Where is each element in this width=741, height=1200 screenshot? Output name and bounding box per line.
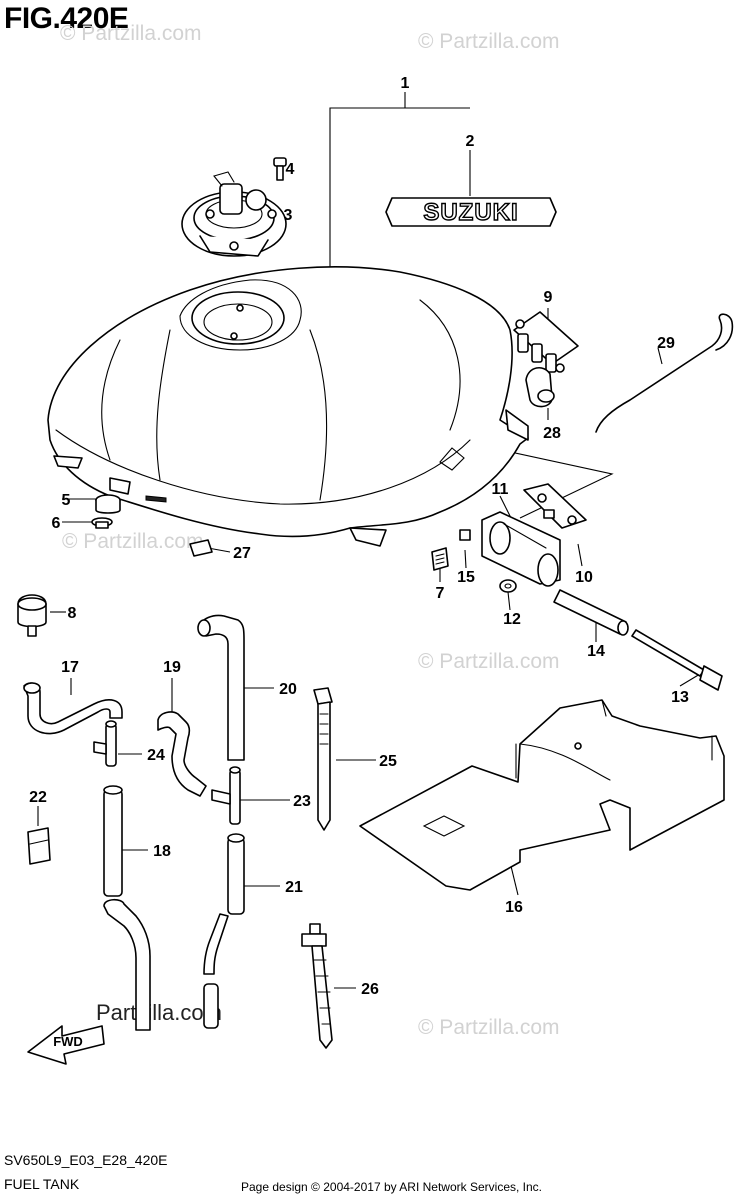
callout-17: 17 (61, 659, 79, 676)
bracket-part-9[interactable] (513, 311, 579, 373)
suzuki-emblem[interactable]: SUZUKI (385, 197, 557, 227)
joint-part-23[interactable] (211, 766, 241, 825)
callout-18: 18 (153, 843, 171, 860)
pad-part-7[interactable] (431, 547, 449, 571)
emblem-text: SUZUKI (423, 199, 518, 226)
callout-6: 6 (52, 515, 61, 532)
hose-part-17[interactable] (23, 682, 123, 735)
callout-19: 19 (163, 659, 181, 676)
callout-29: 29 (657, 335, 675, 352)
callout-28: 28 (543, 425, 561, 442)
callout-5: 5 (62, 492, 71, 509)
callout-24: 24 (147, 747, 165, 764)
cushion-part-28[interactable] (525, 367, 555, 408)
callout-25: 25 (379, 753, 397, 770)
watermark: © Partzilla.com (418, 650, 560, 673)
washer-part-12[interactable] (499, 579, 517, 593)
assembly-name: FUEL TANK (4, 1176, 80, 1192)
callout-2: 2 (466, 133, 475, 150)
callout-12: 12 (503, 611, 521, 628)
forward-arrow-icon: FWD (27, 1025, 105, 1065)
label-part-27[interactable] (189, 539, 213, 557)
fuel-tank-body[interactable] (47, 266, 529, 547)
joint-part-24[interactable] (93, 720, 117, 767)
watermark: © Partzilla.com (418, 30, 560, 53)
watermark: © Partzilla.com (62, 530, 204, 553)
callout-16: 16 (505, 899, 523, 916)
copyright-credit: Page design © 2004-2017 by ARI Network S… (241, 1180, 543, 1194)
callout-20: 20 (279, 681, 297, 698)
collar-part-14[interactable] (553, 589, 629, 636)
grommet-part-5[interactable] (95, 494, 121, 514)
watermark: © Partzilla.com (418, 1016, 560, 1039)
mount-part-8[interactable] (17, 594, 47, 637)
clamp-part-25[interactable] (313, 687, 333, 831)
callout-13: 13 (671, 689, 689, 706)
callout-26: 26 (361, 981, 379, 998)
bolt-part-13[interactable] (631, 629, 723, 691)
hose-part-19[interactable] (157, 711, 207, 797)
callout-4: 4 (286, 161, 295, 178)
callout-9: 9 (544, 289, 553, 306)
callout-1: 1 (401, 75, 410, 92)
callout-11: 11 (492, 481, 509, 498)
callout-7: 7 (436, 585, 445, 602)
callout-3: 3 (284, 207, 293, 224)
callout-8: 8 (68, 605, 77, 622)
callout-15: 15 (457, 569, 475, 586)
callout-22: 22 (29, 789, 47, 806)
callout-21: 21 (285, 879, 303, 896)
hose-part-21[interactable] (203, 833, 245, 1029)
heat-shield-part-16[interactable] (359, 699, 725, 891)
damper-part-6[interactable] (91, 517, 113, 529)
hose-part-18[interactable] (103, 785, 151, 1031)
watermark-dark: Partzilla.com (96, 1000, 222, 1025)
callout-27: 27 (233, 545, 251, 562)
hose-part-20[interactable] (197, 614, 245, 761)
callout-23: 23 (293, 793, 311, 810)
callout-10: 10 (575, 569, 593, 586)
bolt-part-4[interactable] (273, 157, 287, 181)
clamp-part-26[interactable] (301, 923, 333, 1049)
hinge-bracket-part-10[interactable] (523, 483, 587, 529)
watermark: © Partzilla.com (60, 22, 202, 45)
fuel-cap-assembly[interactable] (181, 171, 287, 257)
label-part-22[interactable] (27, 827, 51, 865)
model-code: SV650L9_E03_E28_420E (4, 1152, 168, 1168)
callout-numbers: 1 2 3 4 5 6 7 8 9 10 11 12 13 14 15 16 1… (29, 75, 689, 998)
prop-rod-part-29[interactable] (595, 313, 734, 433)
callout-14: 14 (587, 643, 605, 660)
hinge-part-11[interactable] (481, 511, 561, 587)
figure-title: FIG.420E (4, 2, 129, 35)
forward-arrow-label: FWD (53, 1034, 83, 1049)
nut-part-15[interactable] (459, 529, 471, 541)
leader-lines (37, 92, 701, 989)
